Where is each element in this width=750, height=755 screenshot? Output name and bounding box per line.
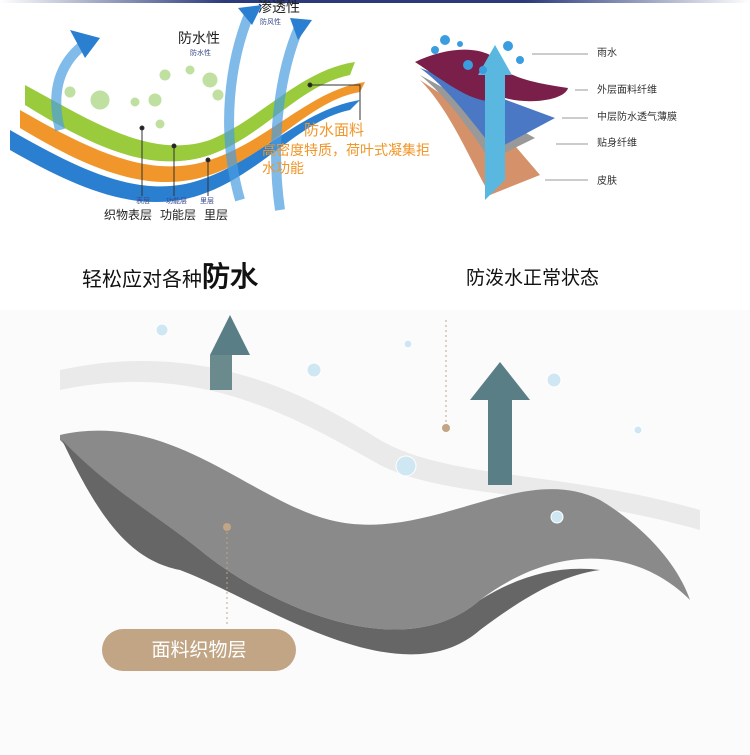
fabric-layer-badge: 面料织物层 bbox=[102, 629, 296, 671]
layer-label-0: 织物表层 bbox=[104, 208, 153, 222]
inner-fiber-label: 贴身纤维 bbox=[597, 138, 637, 149]
layer-label-2: 里层 bbox=[204, 208, 229, 222]
layer-sub-1: 功能层 bbox=[166, 197, 187, 205]
layer-label-1: 功能层 bbox=[160, 208, 197, 222]
breathability-sub: 防风性 bbox=[260, 18, 281, 26]
fabric-wave-illustration bbox=[0, 310, 750, 755]
waterproof-label: 防水性 bbox=[178, 31, 220, 47]
left-caption-bold: 防水 bbox=[202, 260, 259, 293]
fabric-desc-2: 水功能 bbox=[262, 161, 304, 177]
top-border bbox=[0, 0, 750, 3]
left-caption: 轻松应对各种防水 bbox=[82, 255, 258, 295]
outer-fiber-label: 外层面料纤维 bbox=[597, 85, 657, 96]
rain-label: 雨水 bbox=[597, 48, 617, 59]
right-caption: 防泼水正常状态 bbox=[466, 267, 600, 289]
skin-label: 皮肤 bbox=[597, 176, 617, 187]
breathability-label: 渗透性 bbox=[258, 0, 300, 16]
fabric-layers-illustration bbox=[10, 5, 365, 211]
layer-sub-2: 里层 bbox=[200, 197, 214, 205]
layer-sub-0: 表层 bbox=[136, 197, 150, 205]
fabric-desc-1: 高密度特质，荷叶式凝集拒 bbox=[262, 143, 430, 159]
waterproof-sub: 防水性 bbox=[190, 49, 211, 57]
skin-layers-illustration bbox=[415, 35, 588, 200]
membrane-label: 中层防水透气薄膜 bbox=[597, 112, 677, 123]
fabric-title: 防水面料 bbox=[304, 121, 365, 139]
left-caption-prefix: 轻松应对各种 bbox=[82, 267, 202, 291]
